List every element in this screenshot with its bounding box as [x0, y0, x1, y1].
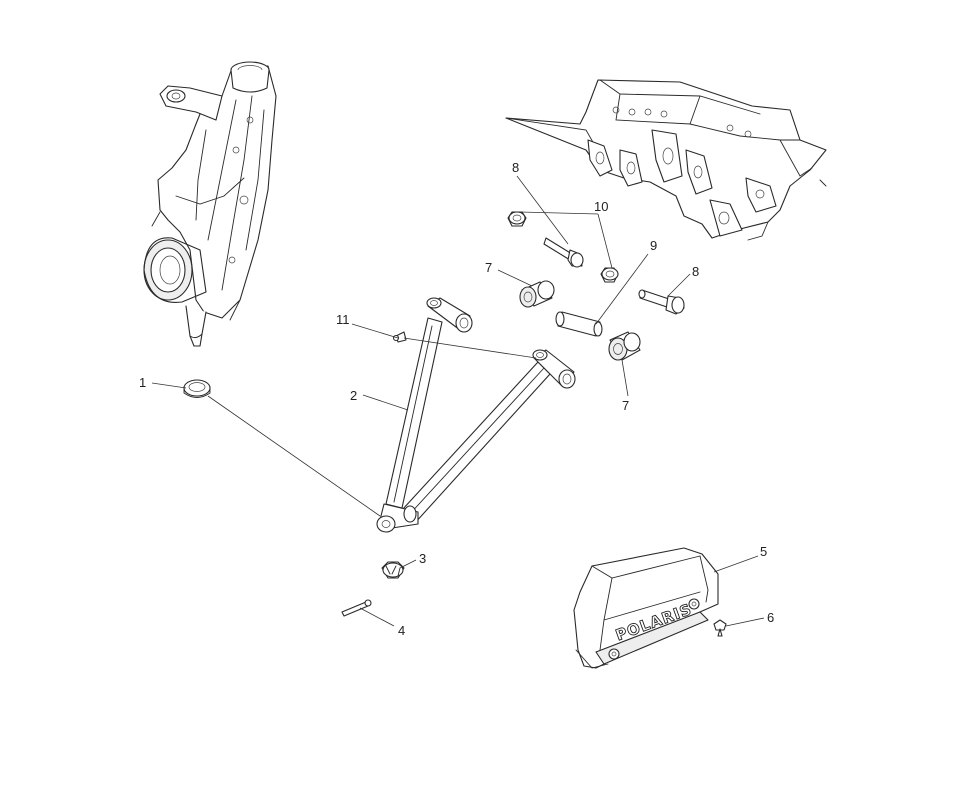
- bushing-left: [519, 280, 555, 308]
- a-arm-guard: POLARIS: [573, 547, 719, 669]
- callout-7-right: 7: [622, 398, 629, 413]
- callout-7-left: 7: [485, 260, 492, 275]
- callout-10: 10: [594, 199, 608, 214]
- callout-8-upper: 8: [512, 160, 519, 175]
- callout-3: 3: [419, 551, 426, 566]
- pivot-sleeve: [555, 311, 603, 337]
- seal-ring: [183, 379, 211, 398]
- callout-2: 2: [350, 388, 357, 403]
- vehicle-frame: [505, 79, 827, 241]
- bolt-upper: [543, 237, 584, 268]
- callout-11: 11: [336, 312, 350, 327]
- cotter-pin: [341, 599, 372, 617]
- callout-5: 5: [760, 544, 767, 559]
- bushing-right: [608, 331, 641, 361]
- callout-8-right: 8: [692, 264, 699, 279]
- callout-9: 9: [650, 238, 657, 253]
- castle-nut: [381, 561, 405, 579]
- guard-screw: [713, 619, 727, 637]
- steering-knuckle: [143, 61, 277, 347]
- callout-1: 1: [139, 375, 146, 390]
- a-arm: [376, 297, 576, 533]
- callout-labels: 1 2 3 4 5 6 7 7 8 8 9 10 11: [139, 160, 774, 638]
- bolt-right: [638, 289, 685, 315]
- leader-lines: [151, 175, 765, 627]
- flange-nut-upper: [507, 211, 527, 227]
- callout-6: 6: [767, 610, 774, 625]
- callout-4: 4: [398, 623, 405, 638]
- flange-nut-lower: [600, 267, 619, 283]
